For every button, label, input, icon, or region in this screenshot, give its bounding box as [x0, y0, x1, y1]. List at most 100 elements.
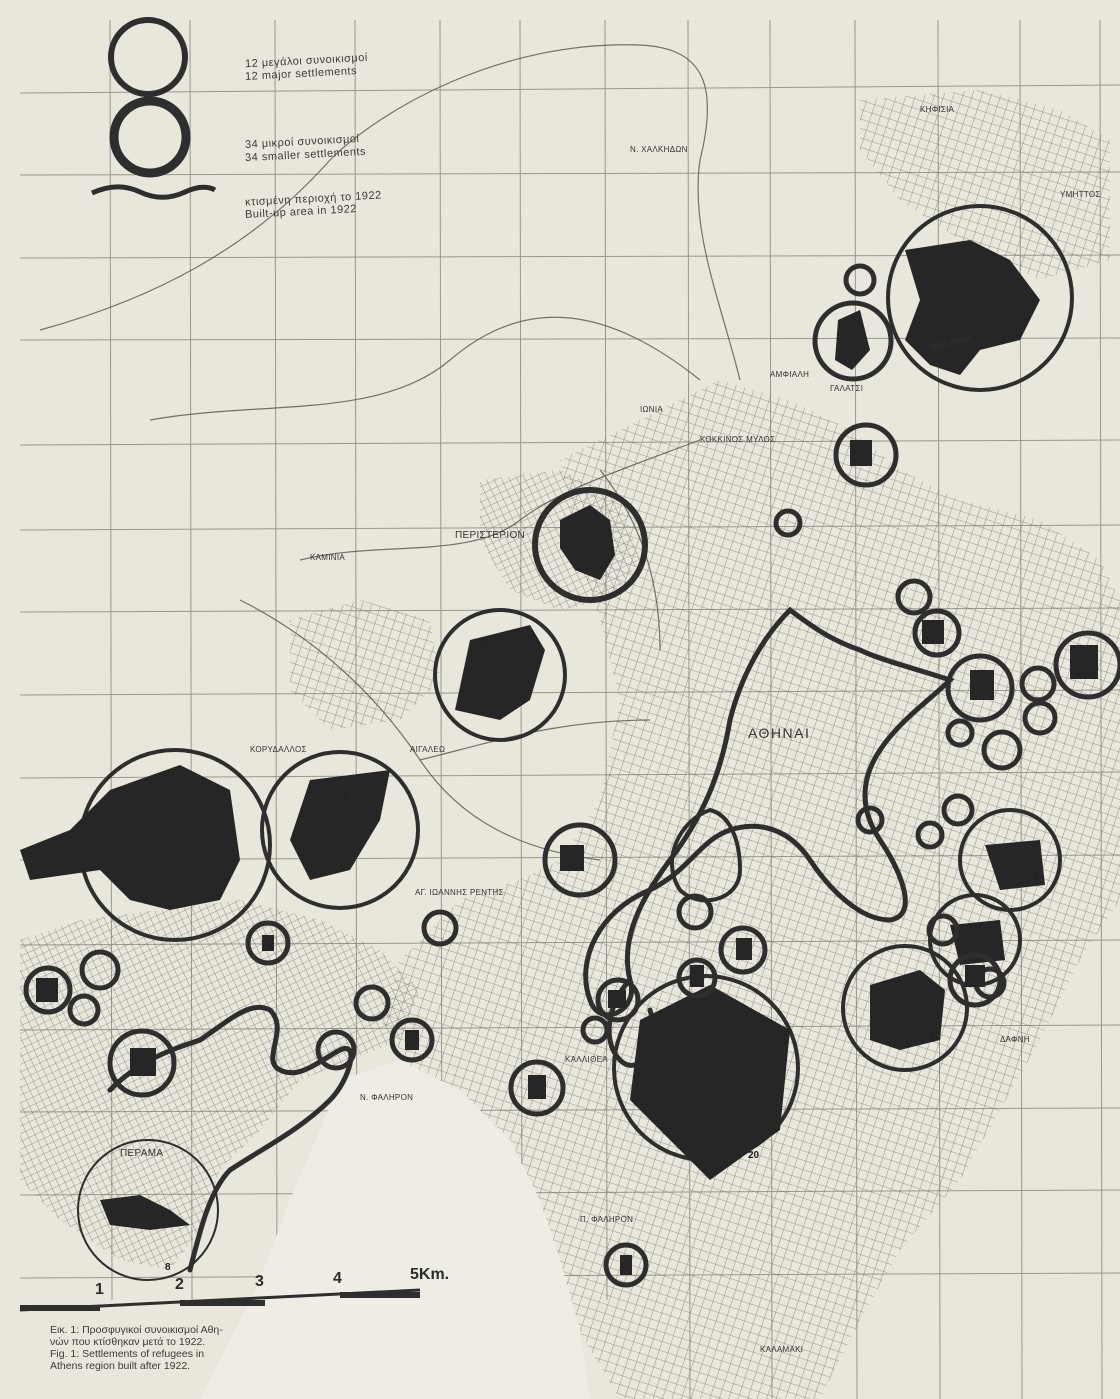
settlement-block	[290, 770, 390, 880]
settlement-circle	[945, 718, 975, 748]
label-n-xalkidon: Ν. ΧΑΛΚΗΔΩΝ	[630, 145, 688, 154]
scale-tick-1: 1	[95, 1281, 104, 1298]
scale-tick-2: 2	[175, 1276, 184, 1293]
settlement-block	[950, 920, 1005, 965]
circle-number: 8	[165, 1262, 171, 1273]
scale-tick-3: 3	[255, 1273, 264, 1290]
label-dafni: ΔΑΦΝΗ	[1000, 1035, 1030, 1044]
settlement-circle	[833, 422, 899, 488]
settlement-circle	[315, 1029, 357, 1071]
label-kalamaki: ΚΑΛΑΜΑΚΙ	[760, 1345, 804, 1354]
caption-line-1: Εικ. 1: Προσφυγικοί συνοικισμοί Αθη-	[50, 1324, 223, 1336]
piraeus-urban-area	[20, 900, 420, 1270]
settlement-circle	[812, 300, 894, 382]
settlement-circle	[886, 204, 1074, 392]
circle-number: 20	[748, 1150, 760, 1161]
settlement-block	[100, 1195, 190, 1230]
minor-settlement-blocks	[36, 440, 1098, 1275]
scale-tick-5km: 5Km.	[410, 1266, 450, 1283]
settlement-circle	[580, 1015, 610, 1045]
label-kallithea: ΚΑΛΛΙΘΕΑ	[565, 1055, 608, 1064]
settlement-circle	[77, 1139, 219, 1281]
kifissia-urban-area	[860, 90, 1110, 280]
minor-settlements	[23, 263, 1120, 1288]
settlement-circle	[245, 920, 291, 966]
legend-symbols	[90, 17, 217, 200]
settlement-circle	[79, 949, 121, 991]
scale-bar	[19, 1288, 421, 1312]
settlement-circle	[595, 977, 641, 1023]
caption-line-3: Fig. 1: Settlements of refugees in	[50, 1348, 205, 1360]
label-galatsi: ΓΑΛΑΤΣΙ	[830, 384, 864, 393]
settlement-circle	[23, 965, 73, 1015]
settlement-block	[630, 985, 790, 1180]
major-settlements	[20, 204, 1074, 1281]
legend-minor-circle	[109, 96, 191, 178]
egaleo-urban-area	[290, 600, 440, 730]
settlement-circle	[981, 729, 1023, 771]
circle-number: 1	[480, 637, 486, 648]
settlement-circle	[508, 1059, 566, 1117]
legend-builtup-line	[90, 184, 217, 200]
label-aigaleo: ΑΙΓΑΛΕΩ	[410, 745, 446, 754]
label-perama: ΠΕΡΑΜΑ	[120, 1148, 164, 1159]
circle-number: 9	[930, 1034, 936, 1045]
settlement-circle	[353, 984, 391, 1022]
saronic-gulf	[200, 1060, 590, 1399]
settlement-block	[20, 765, 240, 910]
settlement-circle	[1053, 630, 1120, 700]
caption-line-4: Athens region built after 1922.	[50, 1360, 191, 1372]
label-p-faliron: Π. ΦΑΛΗΡΟΝ	[580, 1215, 634, 1224]
settlement-circle	[1019, 665, 1057, 703]
settlement-circle	[542, 822, 618, 898]
settlement-circle	[915, 820, 945, 850]
settlement-circle	[421, 909, 459, 947]
circle-number: 4	[342, 790, 348, 801]
settlement-circle	[676, 893, 714, 931]
settlement-circle	[718, 925, 768, 975]
settlement-block	[905, 240, 1040, 375]
settlement-circle	[532, 487, 648, 603]
settlement-circle	[603, 1242, 649, 1288]
settlement-circle	[941, 793, 975, 827]
settlement-circle	[773, 508, 803, 538]
settlement-circle	[945, 653, 1015, 723]
settlement-circle	[67, 993, 101, 1027]
label-amfiali: ΑΜΦΙΑΛΗ	[770, 370, 810, 379]
settlement-block	[560, 505, 615, 580]
figure-caption: Εικ. 1: Προσφυγικοί συνοικισμοί Αθη- νών…	[50, 1324, 390, 1372]
label-korydallos: ΚΟΡΥΔΑΛΛΟΣ	[250, 745, 307, 754]
label-kokkinos: ΚΟΚΚΙΝΟΣ ΜΥΛΟΣ	[700, 435, 776, 444]
label-hymettos: ΥΜΗΤΤΟΣ	[1060, 190, 1101, 199]
circle-number: 7	[1033, 870, 1039, 881]
settlement-block	[870, 970, 945, 1050]
settlement-block	[455, 625, 545, 720]
settlement-circle	[107, 1028, 177, 1098]
label-kifissia: ΚΗΦΙΣΙΑ	[920, 105, 955, 114]
caption-line-2: νών που κτίσθηκαν μετά το 1922.	[50, 1336, 206, 1348]
settlement-block	[835, 310, 870, 370]
legend-major-circle	[108, 17, 188, 97]
label-agios-ioannis: ΑΓ. ΙΩΑΝΝΗΣ ΡΕΝΤΗΣ	[415, 888, 504, 897]
settlement-circle	[676, 957, 718, 999]
settlement-circle	[912, 608, 962, 658]
settlement-circle	[947, 952, 1003, 1008]
settlement-circle	[841, 944, 969, 1072]
settlement-circle	[926, 913, 960, 947]
label-athens: ΑΘΗΝΑΙ	[748, 725, 811, 741]
settlement-circle	[895, 578, 933, 616]
label-kaminia: ΚΑΜΙΝΙΑ	[310, 553, 345, 562]
label-ionia: ΙΩΝΙΑ	[640, 405, 664, 414]
settlement-circle	[1022, 700, 1058, 736]
settlement-circle	[843, 263, 877, 297]
settlement-circle	[260, 750, 420, 910]
settlement-circle	[389, 1017, 435, 1063]
settlement-block	[985, 840, 1045, 890]
scale-tick-4: 4	[333, 1270, 342, 1287]
settlement-circle	[855, 805, 885, 835]
label-n-faliron: Ν. ΦΑΛΗΡΟΝ	[360, 1093, 414, 1102]
settlement-circle	[433, 608, 567, 742]
label-peristeri: ΠΕΡΙΣΤΕΡΙΟΝ	[455, 530, 526, 541]
